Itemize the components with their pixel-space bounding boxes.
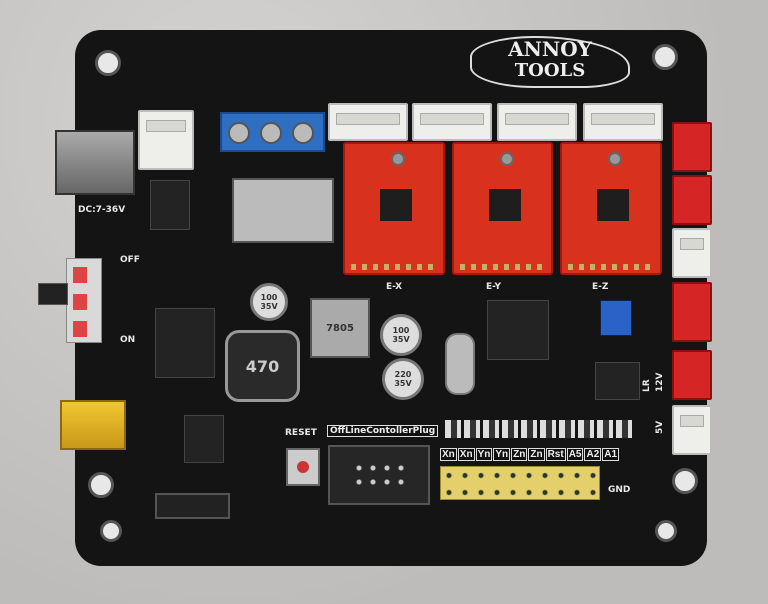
pin-label: Zn	[511, 448, 528, 461]
capacitor-marking: 100 35V	[260, 293, 278, 311]
side-connector[interactable]	[672, 228, 712, 278]
crystal	[445, 333, 475, 395]
stepper-driver-y	[452, 142, 553, 275]
limit-connector[interactable]	[672, 122, 712, 172]
screw-icon[interactable]	[260, 122, 282, 144]
offline-controller-plug[interactable]	[328, 445, 430, 505]
label-12v: 12V	[655, 372, 665, 393]
annoy-tools-logo: ANNOY TOOLS	[470, 36, 630, 88]
driver-label-y: E-Y	[486, 282, 502, 292]
capacitor: 220 35V	[382, 358, 424, 400]
driver-chip	[380, 189, 412, 221]
jumper-block[interactable]	[600, 300, 632, 336]
gnd-label: GND	[608, 485, 631, 495]
label-lr: LR	[642, 379, 652, 392]
pin-header[interactable]	[440, 466, 600, 500]
mounting-hole	[655, 520, 677, 542]
capacitor: 100 35V	[250, 283, 288, 321]
mini-usb-port[interactable]	[60, 400, 126, 450]
usb-serial-ic	[184, 415, 224, 463]
stepper-driver-z	[560, 142, 662, 275]
mosfet	[595, 362, 640, 400]
power-label: DC:7-36V	[78, 205, 126, 215]
limit-connector[interactable]	[672, 175, 712, 225]
diode	[150, 180, 190, 230]
power-switch[interactable]	[66, 258, 102, 343]
logo-line2: TOOLS	[514, 60, 586, 81]
potentiometer[interactable]	[391, 152, 405, 166]
motor-connector[interactable]	[497, 103, 577, 141]
mounting-hole	[672, 468, 698, 494]
driver-chip	[597, 189, 629, 221]
capacitor-marking: 220 35V	[394, 370, 412, 388]
mounting-hole	[100, 520, 122, 542]
driver-chip	[489, 189, 521, 221]
resistor-row	[445, 420, 635, 438]
header-pin-labels: Xn Xn Yn Yn Zn Zn Rst A5 A2 A1	[440, 448, 620, 461]
pin-label: Xn	[440, 448, 457, 461]
regulator-marking: 7805	[326, 322, 354, 334]
driver-label-x: E-X	[386, 282, 403, 292]
pin-label: Yn	[475, 448, 493, 461]
buck-converter-ic	[155, 308, 215, 378]
driver-pins	[351, 264, 437, 270]
reset-label: RESET	[285, 428, 317, 438]
inductor-marking: 470	[245, 356, 280, 376]
regulator-7805: 7805	[310, 298, 370, 358]
logo-line1: ANNOY	[508, 37, 592, 61]
laser-5v-connector[interactable]	[672, 405, 712, 455]
screw-icon[interactable]	[292, 122, 314, 144]
laser-12v-connector[interactable]	[672, 350, 712, 400]
motor-connector[interactable]	[328, 103, 408, 141]
motor-connector[interactable]	[583, 103, 663, 141]
pin-label: Yn	[493, 448, 511, 461]
mounting-hole	[95, 50, 121, 76]
screw-terminal[interactable]	[220, 112, 325, 152]
capacitor-marking: 100 35V	[392, 326, 410, 344]
pin-label: A1	[602, 448, 620, 461]
switch-on-label: ON	[120, 335, 136, 345]
capacitor: 100 35V	[380, 314, 422, 356]
power-connector[interactable]	[138, 110, 194, 170]
motor-connector[interactable]	[412, 103, 492, 141]
stepper-driver-x	[343, 142, 445, 275]
dc-power-jack[interactable]	[55, 130, 135, 195]
inductor: 470	[225, 330, 300, 402]
potentiometer[interactable]	[608, 152, 622, 166]
driver-pins	[460, 264, 545, 270]
driver-label-z: E-Z	[592, 282, 609, 292]
microcontroller	[487, 300, 549, 360]
potentiometer[interactable]	[500, 152, 514, 166]
switch-off-label: OFF	[120, 255, 140, 265]
pin-label: Zn	[528, 448, 545, 461]
mounting-hole	[88, 472, 114, 498]
offline-plug-label: OffLineContollerPlug	[327, 425, 439, 437]
screw-icon[interactable]	[228, 122, 250, 144]
voltage-regulator-heatsink	[232, 178, 334, 243]
pin-label: Xn	[457, 448, 475, 461]
switch-lever[interactable]	[38, 283, 68, 305]
pin-label: A2	[584, 448, 602, 461]
serial-header[interactable]	[155, 493, 230, 519]
driver-pins	[568, 264, 654, 270]
pin-label: A5	[566, 448, 584, 461]
mounting-hole	[652, 44, 678, 70]
pin-label: Rst	[545, 448, 566, 461]
reset-button[interactable]	[286, 448, 320, 486]
label-5v: 5V	[655, 420, 665, 434]
fan-connector[interactable]	[672, 282, 712, 342]
